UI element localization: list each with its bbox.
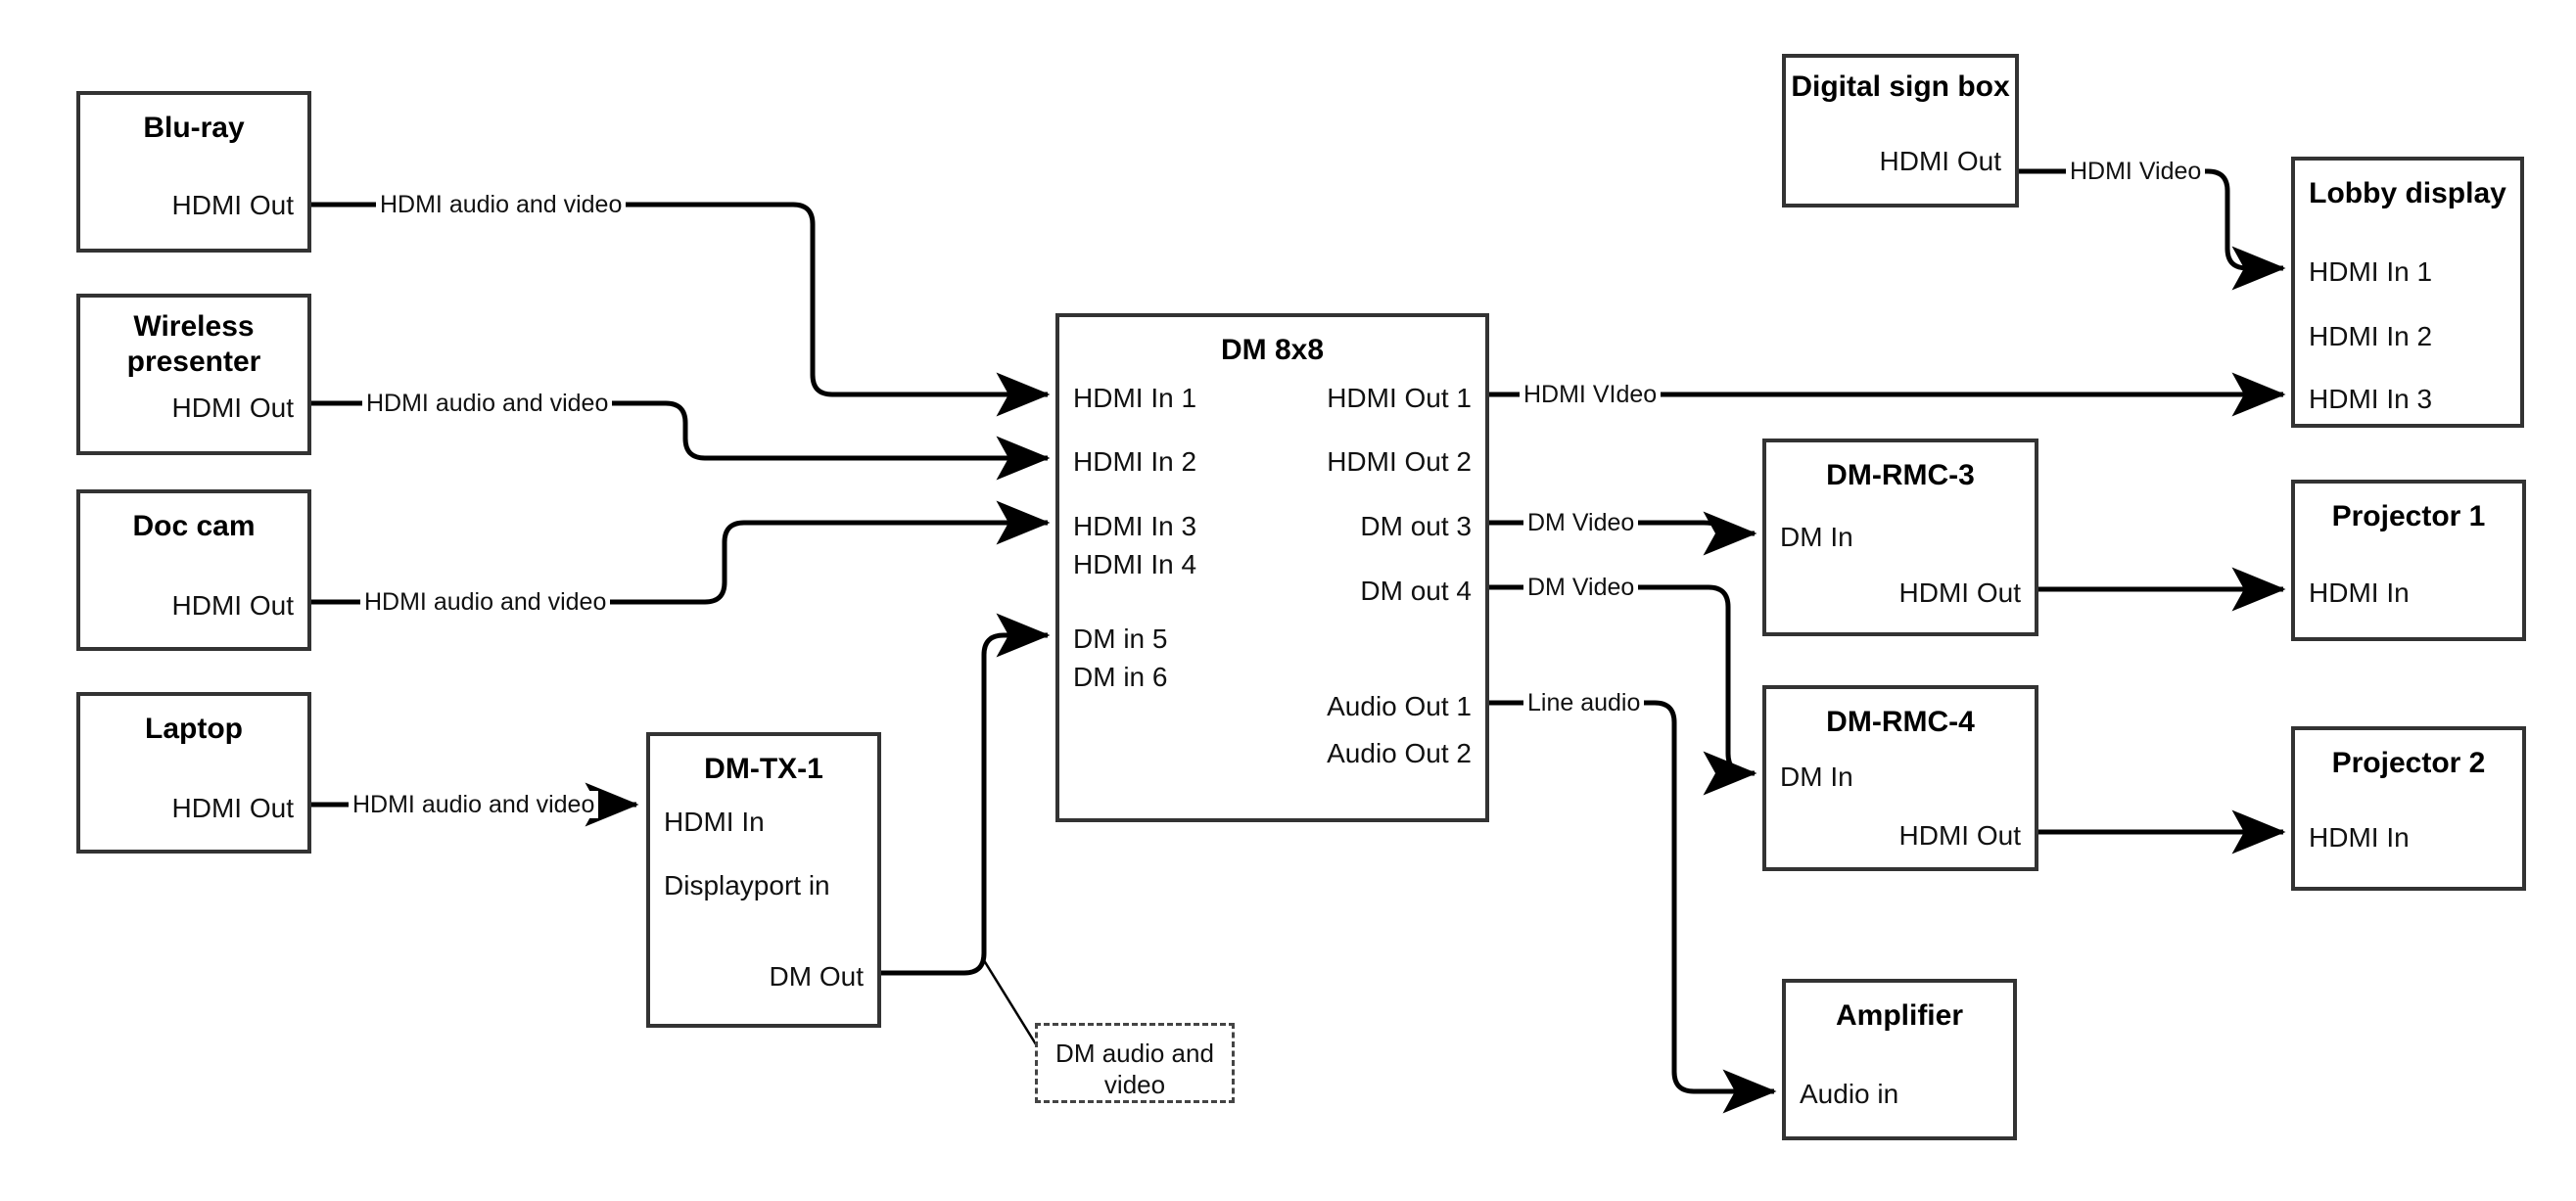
node-projector-2-port-hdmi-in: HDMI In [2309, 822, 2410, 853]
node-dm-8x8-output-audio-out-2: Audio Out 2 [1327, 738, 1472, 768]
node-dm-8x8-output-hdmi-out-2: HDMI Out 2 [1327, 446, 1472, 477]
node-bluray-port-hdmi-out: HDMI Out [171, 190, 294, 220]
edge-label-dm8x8-audio1-to-amplifier: Line audio [1523, 689, 1645, 716]
node-dm-8x8-output-hdmi-out-1: HDMI Out 1 [1327, 383, 1472, 413]
node-dm-8x8-output-audio-out-1: Audio Out 1 [1327, 691, 1472, 721]
node-laptop[interactable]: Laptop HDMI Out [76, 692, 311, 854]
node-lobby-display-input-hdmi-in-3: HDMI In 3 [2309, 384, 2433, 414]
node-dm-tx-1-port-hdmi-in: HDMI In [664, 807, 765, 837]
node-bluray[interactable]: Blu-ray HDMI Out [76, 91, 311, 253]
node-dm-8x8-input-dm-in-5: DM in 5 [1073, 624, 1168, 654]
edge-label-digitalsign-to-lobby: HDMI Video [2066, 158, 2206, 185]
node-projector-1-title: Projector 1 [2331, 500, 2486, 532]
node-doc-cam-title: Doc cam [132, 510, 256, 542]
node-amplifier-port-audio-in: Audio in [1800, 1079, 1899, 1109]
leader-line-dm-note [980, 956, 1043, 1053]
edge-label-doccam-to-dm8x8: HDMI audio and video [360, 588, 611, 616]
node-lobby-display-title: Lobby display [2309, 177, 2506, 209]
node-laptop-title: Laptop [145, 713, 243, 745]
note-dm-audio-and-video: DM audio and video [1035, 1023, 1235, 1103]
node-wireless-presenter[interactable]: Wireless presenter HDMI Out [76, 294, 311, 455]
edge-label-bluray-to-dm8x8: HDMI audio and video [376, 191, 627, 218]
node-dm-rmc-4[interactable]: DM-RMC-4 DM In HDMI Out [1762, 685, 2038, 871]
node-dm-8x8[interactable]: DM 8x8 HDMI In 1 HDMI In 2 HDMI In 3 HDM… [1055, 313, 1489, 822]
node-dm-8x8-input-hdmi-in-4: HDMI In 4 [1073, 549, 1197, 579]
node-dm-rmc-3-title: DM-RMC-3 [1826, 459, 1975, 491]
wire-digitalsign-to-lobby [2019, 168, 2286, 291]
node-dm-rmc-3-port-dm-in: DM In [1780, 522, 1853, 552]
node-wireless-presenter-port-hdmi-out: HDMI Out [171, 393, 294, 423]
node-dm-rmc-4-port-hdmi-out: HDMI Out [1898, 820, 2021, 851]
node-lobby-display-input-hdmi-in-1: HDMI In 1 [2309, 256, 2433, 287]
edge-label-laptop-to-dmtx1: HDMI audio and video [349, 791, 599, 818]
note-dm-audio-and-video-text: DM audio and video [1055, 1039, 1214, 1099]
node-dm-rmc-4-port-dm-in: DM In [1780, 762, 1853, 792]
node-dm-8x8-title: DM 8x8 [1220, 334, 1325, 366]
node-laptop-port-hdmi-out: HDMI Out [171, 793, 294, 823]
node-dm-rmc-3[interactable]: DM-RMC-3 DM In HDMI Out [1762, 439, 2038, 636]
node-dm-tx-1-title: DM-TX-1 [704, 753, 823, 785]
node-dm-8x8-output-dm-out-4: DM out 4 [1360, 576, 1472, 606]
node-bluray-title: Blu-ray [143, 112, 245, 144]
node-wireless-presenter-title: Wireless presenter [126, 310, 261, 378]
wire-dm8x8-audio1-to-amplifier [1489, 700, 1777, 1114]
node-dm-rmc-4-title: DM-RMC-4 [1826, 706, 1975, 738]
node-dm-rmc-3-port-hdmi-out: HDMI Out [1898, 577, 2021, 608]
node-digital-sign-box-port-hdmi-out: HDMI Out [1879, 146, 2001, 176]
node-amplifier-title: Amplifier [1835, 999, 1964, 1032]
node-projector-2-title: Projector 2 [2331, 747, 2486, 779]
node-dm-tx-1-port-displayport-in: Displayport in [664, 870, 830, 901]
node-dm-8x8-output-dm-out-3: DM out 3 [1360, 511, 1472, 541]
node-doc-cam-port-hdmi-out: HDMI Out [171, 590, 294, 621]
node-dm-8x8-input-hdmi-in-3: HDMI In 3 [1073, 511, 1197, 541]
node-digital-sign-box[interactable]: Digital sign box HDMI Out [1782, 54, 2019, 208]
node-projector-2[interactable]: Projector 2 HDMI In [2291, 726, 2526, 891]
edge-label-dm8x8-out4-to-rmc4: DM Video [1523, 574, 1639, 601]
wire-dm8x8-out4-to-rmc4 [1489, 584, 1757, 796]
node-dm-8x8-input-hdmi-in-1: HDMI In 1 [1073, 383, 1197, 413]
edge-label-dm8x8-out1-to-lobby: HDMI VIdeo [1520, 381, 1662, 408]
node-dm-tx-1[interactable]: DM-TX-1 HDMI In Displayport in DM Out [646, 732, 881, 1028]
node-projector-1[interactable]: Projector 1 HDMI In [2291, 480, 2526, 641]
wire-dmtx1-to-dm8x8 [881, 613, 1051, 976]
node-amplifier[interactable]: Amplifier Audio in [1782, 979, 2017, 1140]
node-lobby-display-input-hdmi-in-2: HDMI In 2 [2309, 321, 2433, 351]
node-lobby-display[interactable]: Lobby display HDMI In 1 HDMI In 2 HDMI I… [2291, 157, 2524, 428]
node-dm-tx-1-port-dm-out: DM Out [769, 961, 864, 992]
edge-label-wireless-to-dm8x8: HDMI audio and video [362, 390, 613, 417]
node-dm-8x8-input-dm-in-6: DM in 6 [1073, 662, 1168, 692]
node-projector-1-port-hdmi-in: HDMI In [2309, 577, 2410, 608]
edge-label-dm8x8-out3-to-rmc3: DM Video [1523, 509, 1639, 536]
wire-bluray-to-dm8x8 [311, 202, 1051, 417]
node-dm-8x8-input-hdmi-in-2: HDMI In 2 [1073, 446, 1197, 477]
node-doc-cam[interactable]: Doc cam HDMI Out [76, 489, 311, 651]
node-digital-sign-box-title: Digital sign box [1791, 70, 2010, 103]
